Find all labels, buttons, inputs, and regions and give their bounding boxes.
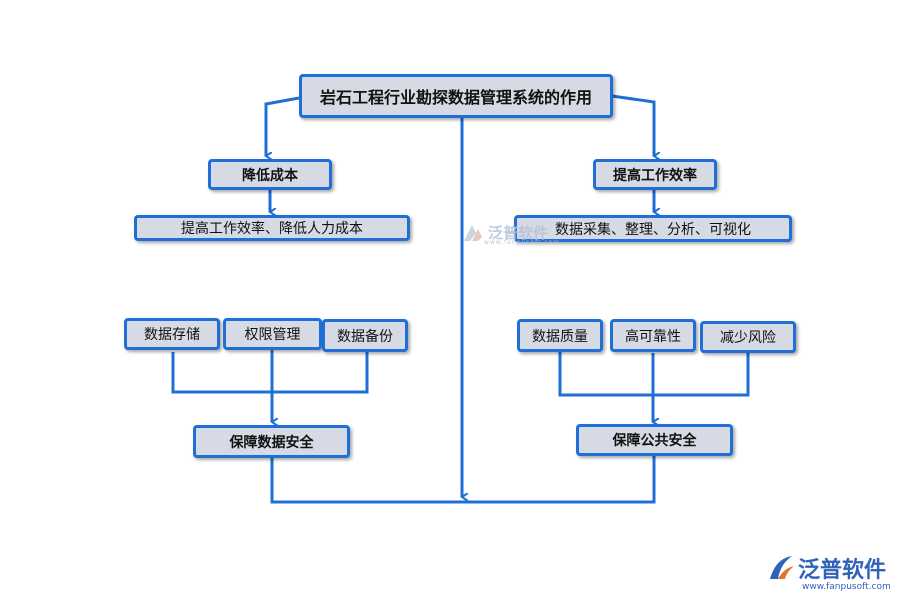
watermark-brand: 泛普软件 — [488, 224, 549, 242]
watermark-url: www.fanpusoft.com — [484, 239, 561, 246]
right-result-box: 保障公共安全 — [576, 424, 733, 456]
left-result-box: 保障数据安全 — [193, 425, 350, 458]
title-box: 岩石工程行业勘探数据管理系统的作用 — [299, 74, 613, 118]
right-item-box: 高可靠性 — [610, 319, 696, 352]
right-heading-box: 提高工作效率 — [593, 159, 717, 190]
bottom-connector — [270, 456, 656, 504]
left-item-box: 数据存储 — [124, 318, 220, 350]
right-item-box: 减少风险 — [700, 321, 796, 353]
fanpu-logo-icon — [770, 556, 794, 579]
brand-logo: 泛普软件 www.fanpusoft.com — [768, 552, 893, 596]
left-detail-box: 提高工作效率、降低人力成本 — [134, 215, 410, 241]
logo-brand-text: 泛普软件 — [798, 558, 887, 583]
left-item-box: 数据备份 — [322, 319, 408, 352]
arrow-title-to-left-heading — [266, 96, 300, 156]
logo-url-text: www.fanpusoft.com — [802, 582, 891, 592]
arrow-title-to-right-heading — [611, 94, 654, 156]
bracket-left-items — [171, 352, 369, 394]
center-watermark: 泛普软件 www.fanpusoft.com — [462, 222, 559, 246]
left-item-box: 权限管理 — [223, 318, 322, 350]
left-heading-box: 降低成本 — [208, 159, 332, 190]
right-detail-box: 数据采集、整理、分析、可视化 — [514, 215, 792, 242]
fanpu-logo-icon — [464, 224, 482, 241]
right-item-box: 数据质量 — [517, 319, 603, 352]
